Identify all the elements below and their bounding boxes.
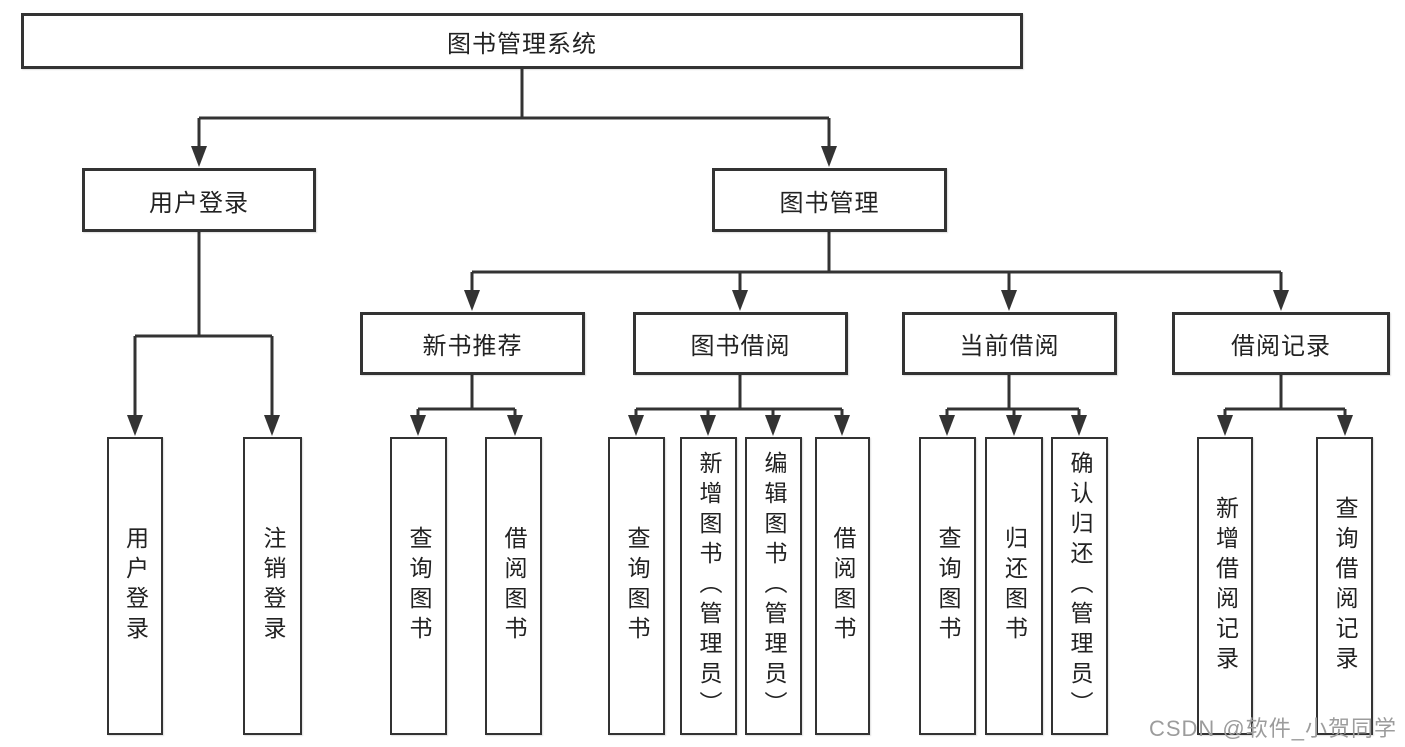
node-user-login: 用户登录 (82, 168, 316, 232)
node-current-borrow: 当前借阅 (902, 312, 1117, 375)
leaf-add-book-admin: 新增图书（管理员） (680, 437, 737, 735)
leaf-user-login: 用户登录 (107, 437, 163, 735)
leaf-query-books-current: 查询图书 (919, 437, 976, 735)
leaf-return-book: 归还图书 (985, 437, 1043, 735)
leaf-add-borrow-record: 新增借阅记录 (1197, 437, 1253, 735)
leaf-query-borrow-record: 查询借阅记录 (1316, 437, 1373, 735)
node-borrow-records: 借阅记录 (1172, 312, 1390, 375)
leaf-query-books-recommend: 查询图书 (390, 437, 447, 735)
node-new-book-recommend: 新书推荐 (360, 312, 585, 375)
node-book-borrow: 图书借阅 (633, 312, 848, 375)
leaf-borrow-books: 借阅图书 (815, 437, 870, 735)
csdn-watermark: CSDN @软件_小贺同学 (1148, 716, 1397, 741)
node-book-management: 图书管理 (712, 168, 947, 232)
leaf-edit-book-admin: 编辑图书（管理员） (745, 437, 802, 735)
leaf-logout: 注销登录 (243, 437, 302, 735)
leaf-query-books-borrow: 查询图书 (608, 437, 665, 735)
leaf-confirm-return-admin: 确认归还（管理员） (1051, 437, 1108, 735)
leaf-borrow-books-recommend: 借阅图书 (485, 437, 542, 735)
node-library-system: 图书管理系统 (21, 13, 1023, 69)
